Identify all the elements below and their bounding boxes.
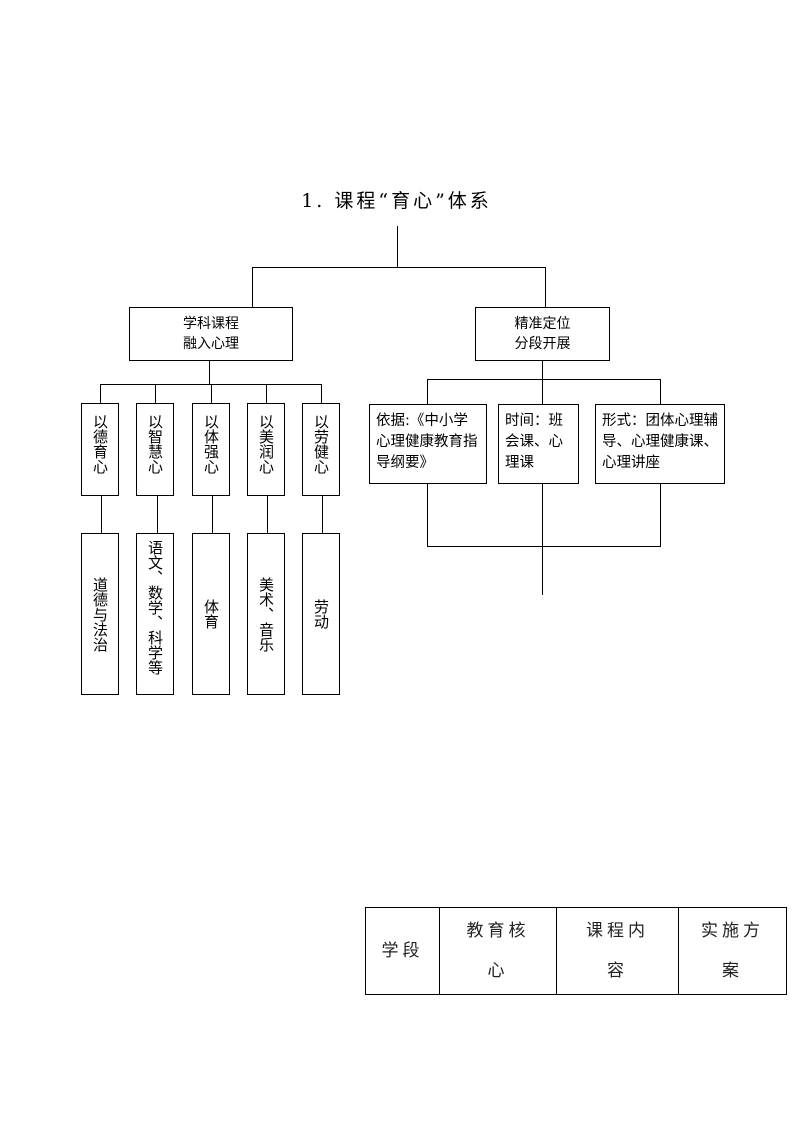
table-header-core: 教育核心 — [439, 907, 557, 995]
child-label: 以美润心 — [257, 414, 275, 474]
form-label: 形式：团体心理辅导、心理健康课、心理讲座 — [602, 413, 718, 471]
basis-box: 依据:《中小学心理健康教育指导纲要》 — [369, 404, 487, 484]
branch-label-line1: 学科课程 — [183, 316, 239, 332]
content-box-moral: 道德与法治 — [81, 533, 119, 695]
connector-line — [427, 484, 429, 547]
content-box-labor: 劳动 — [302, 533, 340, 695]
connector-line — [660, 379, 662, 404]
connector-line — [252, 267, 254, 307]
branch-label-line1: 精准定位 — [514, 316, 571, 332]
connector-line — [427, 379, 429, 404]
connector-line — [660, 484, 662, 547]
connector-line — [542, 361, 544, 380]
connector-line — [252, 267, 546, 269]
connector-line — [322, 496, 324, 533]
connector-line — [212, 496, 214, 533]
connector-line — [397, 226, 399, 268]
content-box-wisdom: 语文、数学、科学等 — [136, 533, 174, 695]
child-label: 以劳健心 — [312, 414, 330, 474]
connector-line — [427, 546, 661, 548]
connector-line — [155, 384, 157, 403]
child-box-moral: 以德育心 — [81, 403, 119, 496]
time-box: 时间：班会课、心理课 — [498, 404, 579, 484]
child-box-physical: 以体强心 — [192, 403, 230, 496]
branch-label-line2: 融入心理 — [183, 336, 239, 352]
content-label: 道德与法治 — [91, 576, 109, 652]
content-label: 语文、数学、科学等 — [146, 540, 164, 675]
child-label: 以德育心 — [91, 414, 109, 474]
basis-label: 依据:《中小学心理健康教育指导纲要》 — [376, 413, 478, 471]
child-box-wisdom: 以智慧心 — [136, 403, 174, 496]
connector-line — [211, 384, 213, 403]
child-box-labor: 以劳健心 — [302, 403, 340, 496]
table-header-core-text: 教育核心 — [466, 921, 530, 981]
table-header-content: 课程内容 — [556, 907, 679, 995]
content-label: 美术、音乐 — [257, 576, 275, 652]
connector-line — [157, 496, 159, 533]
child-label: 以体强心 — [202, 414, 220, 474]
connector-line — [427, 379, 661, 381]
branch-box-subject-courses: 学科课程 融入心理 — [129, 307, 293, 361]
connector-line — [321, 384, 323, 403]
connector-line — [100, 384, 102, 403]
time-label: 时间：班会课、心理课 — [505, 413, 563, 471]
connector-line — [545, 267, 547, 307]
child-box-aesthetic: 以美润心 — [247, 403, 285, 496]
connector-line — [267, 496, 269, 533]
form-box: 形式：团体心理辅导、心理健康课、心理讲座 — [595, 404, 725, 484]
connector-line — [209, 361, 211, 385]
table-header-stage: 学段 — [365, 907, 440, 995]
connector-line — [101, 496, 103, 533]
table-header-row: 学段 教育核心 课程内容 实施方案 — [365, 907, 787, 995]
content-box-aesthetic: 美术、音乐 — [247, 533, 285, 695]
section-title: 1. 课程“育心”体系 — [301, 190, 492, 212]
branch-box-precise-positioning: 精准定位 分段开展 — [475, 307, 610, 361]
content-label: 体育 — [202, 599, 220, 629]
branch-label-line2: 分段开展 — [514, 336, 571, 352]
table-header-content-text: 课程内容 — [586, 921, 649, 981]
content-box-physical: 体育 — [192, 533, 230, 695]
connector-line — [266, 384, 268, 403]
table-header-plan-text: 实施方案 — [701, 921, 764, 981]
table-header-plan: 实施方案 — [678, 907, 787, 995]
content-label: 劳动 — [312, 599, 330, 629]
plan-table: 学段 教育核心 课程内容 实施方案 — [365, 907, 787, 995]
child-label: 以智慧心 — [146, 414, 164, 474]
connector-line — [542, 379, 544, 404]
connector-line — [542, 484, 544, 595]
